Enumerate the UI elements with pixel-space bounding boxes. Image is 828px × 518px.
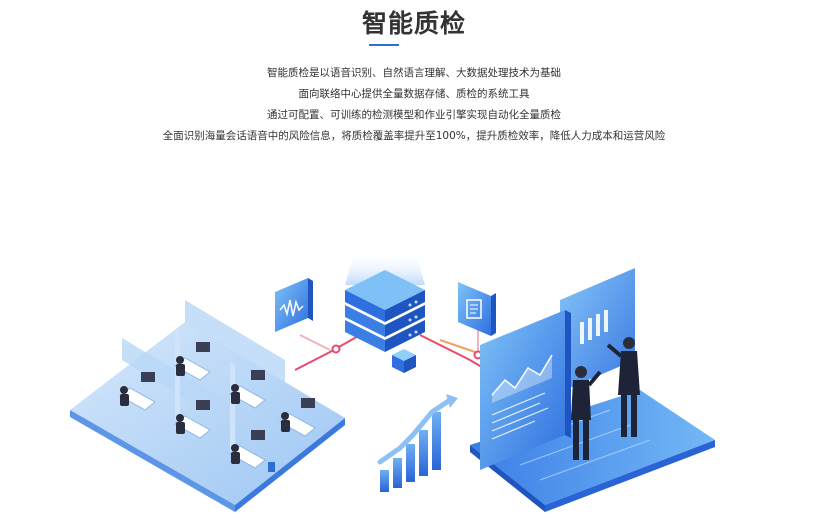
dashboard-platform <box>470 268 715 512</box>
bar-chart-icon <box>377 394 458 492</box>
title-underline <box>369 44 399 46</box>
description-line: 面向联络中心提供全量数据存储、质检的系统工具 <box>298 88 530 100</box>
call-center-office <box>70 300 345 512</box>
cube-icon <box>392 349 416 373</box>
description-line: 全面识别海量会话语音中的风险信息，将质检覆盖率提升至100%，提升质检效率，降低… <box>162 130 666 142</box>
section-title: 智能质检 <box>361 9 466 38</box>
document-icon <box>458 282 496 336</box>
presenter-figures <box>571 337 640 460</box>
description-line: 通过可配置、可训练的检测模型和作业引擎实现自动化全量质检 <box>267 109 561 121</box>
audio-wave-icon <box>275 278 313 332</box>
server-icon <box>345 250 425 352</box>
description-line: 智能质检是以语音识别、自然语言理解、大数据处理技术为基础 <box>267 67 561 79</box>
section-description: 智能质检是以语音识别、自然语言理解、大数据处理技术为基础 面向联络中心提供全量数… <box>0 63 828 147</box>
